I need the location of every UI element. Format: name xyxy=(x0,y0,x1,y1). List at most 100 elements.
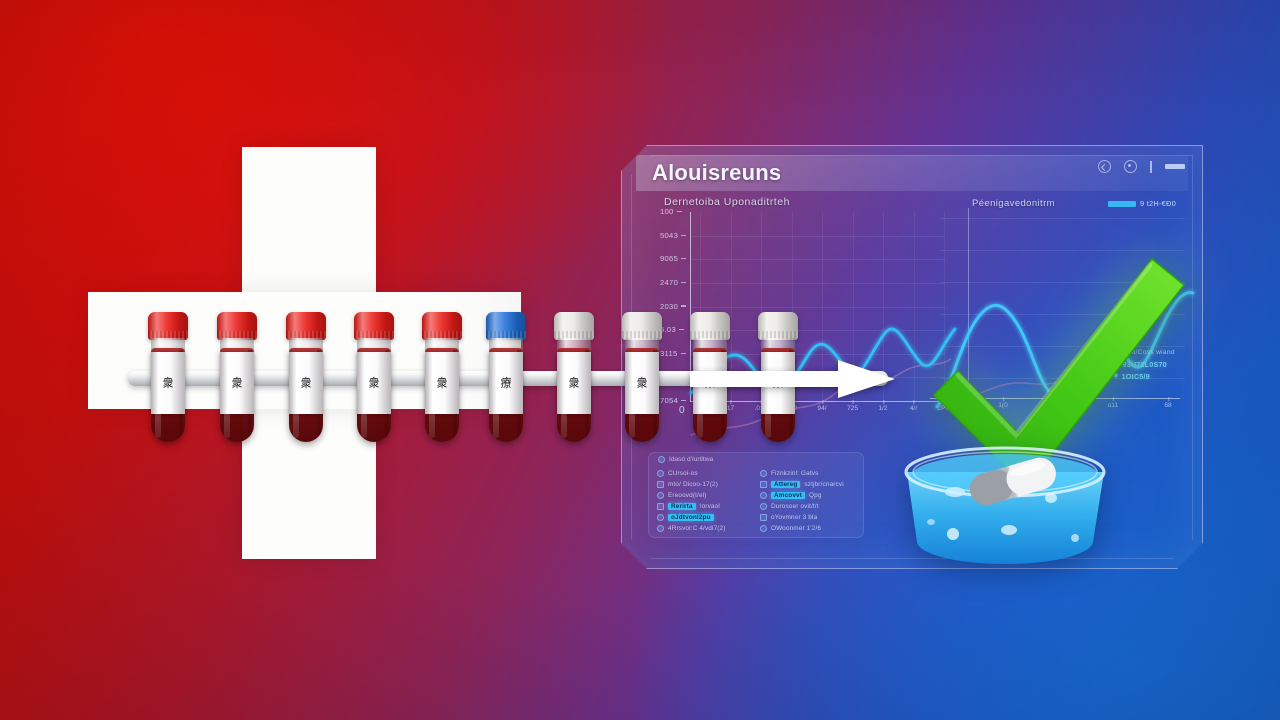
gridline xyxy=(691,282,945,284)
tube-label: 衆 xyxy=(425,352,459,414)
x-tick-label: 2PG xyxy=(937,405,951,412)
record-icon[interactable] xyxy=(1124,160,1137,173)
bubble xyxy=(1045,493,1057,503)
y-tick-mark xyxy=(681,281,687,283)
y-tick-mark xyxy=(680,352,686,354)
gridline xyxy=(940,346,1185,347)
gridline xyxy=(691,401,945,402)
bubble xyxy=(947,528,959,540)
x-tick-mark xyxy=(730,400,732,404)
legend-list-item[interactable]: oJdtvonl2pu xyxy=(657,512,757,523)
legend-item-label: sztjbr/cnarcvi xyxy=(804,481,844,488)
legend-item-label: OWoonmer 1'2/6 xyxy=(771,525,822,532)
capsule-pill xyxy=(970,457,1056,506)
left-chart-x-axis xyxy=(690,401,945,403)
legend-list-item[interactable]: Rerirta!orvaol xyxy=(657,501,757,512)
x-tick-label: o11 xyxy=(1107,402,1119,409)
dot-icon xyxy=(657,492,664,499)
test-tube: 衆 xyxy=(420,312,464,442)
x-tick-mark xyxy=(1003,397,1004,401)
legend-swatch-icon xyxy=(1108,200,1136,207)
dot-icon xyxy=(658,456,665,463)
dot-icon xyxy=(657,470,664,477)
test-tube: 衆 xyxy=(756,312,800,442)
tube-label-glyph: 衆 xyxy=(162,376,174,390)
tube-label-glyph: 衆 xyxy=(568,376,580,390)
y-tick-label: 2030 xyxy=(660,301,679,311)
gridline xyxy=(913,212,915,401)
tube-label: 療 xyxy=(489,352,523,414)
x-tick: 1(0 xyxy=(998,397,1008,409)
red-cap xyxy=(422,312,462,340)
y-tick: 3115 xyxy=(660,349,686,358)
legend-item-label: Qpg xyxy=(809,492,822,499)
gridline xyxy=(691,235,945,237)
test-tube: 衆 xyxy=(552,312,596,442)
legend-item-label: Fiznkzinl: Gatvs xyxy=(771,470,819,477)
y-tick-mark xyxy=(681,258,687,260)
tube-label: 衆 xyxy=(289,352,323,414)
hud-title-bar xyxy=(636,155,1188,191)
bubble xyxy=(945,487,965,497)
stat-value: 93U72L0S70 xyxy=(1122,360,1167,369)
legend-item-chip: oJdtvonl2pu xyxy=(668,514,714,521)
gridline xyxy=(691,259,945,261)
legend-list-item[interactable]: CUrsoi-os xyxy=(657,468,757,479)
y-tick-label: 2470 xyxy=(660,277,679,287)
test-tube: 衆 xyxy=(215,312,259,442)
x-tick-mark xyxy=(1112,397,1114,401)
process-arrow xyxy=(690,360,895,398)
dot-icon xyxy=(760,503,767,510)
x-tick: 17 xyxy=(727,400,734,412)
legend-item-label: Ereoovd(t/el) xyxy=(668,492,707,499)
x-tick: 1/2 xyxy=(878,400,888,412)
y-tick: 2030 xyxy=(660,301,687,311)
y-tick-mark xyxy=(676,210,682,213)
gridline xyxy=(883,212,884,401)
test-tube: 療 xyxy=(484,312,528,442)
window-controls[interactable] xyxy=(1098,160,1185,173)
minimize-icon[interactable] xyxy=(1165,164,1185,169)
y-tick-mark xyxy=(681,234,687,236)
x-tick: 68 xyxy=(1164,397,1172,409)
bubble xyxy=(1001,525,1017,535)
legend-list-item[interactable]: OWoonmer 1'2/6 xyxy=(760,523,860,534)
y-tick: 5043 xyxy=(660,230,687,240)
red-cap xyxy=(354,312,394,340)
x-tick-label: 68 xyxy=(1164,402,1172,409)
legend-list-item[interactable]: Ereoovd(t/el) xyxy=(657,490,757,501)
legend-list-item[interactable]: 4Rrsvol:C 4/vdl7(2) xyxy=(657,523,757,534)
back-icon[interactable] xyxy=(1098,160,1111,173)
left-chart-faint-series xyxy=(690,358,952,436)
x-tick-mark xyxy=(1168,397,1169,401)
legend-list-item[interactable]: mto/ Dicoo-17(2) xyxy=(657,479,757,490)
blue-cap xyxy=(486,312,526,340)
bubble xyxy=(927,519,935,525)
tube-label: 衆 xyxy=(220,352,254,414)
y-tick-mark xyxy=(678,329,684,331)
legend-list-item[interactable]: oYovmnor 3 bla xyxy=(760,512,860,523)
legend-item-chip: Rerirta xyxy=(668,503,696,510)
square-icon xyxy=(657,503,664,510)
bubble xyxy=(1071,534,1079,542)
test-tube: 衆 xyxy=(146,312,190,442)
stat-value: 1OIC5/9 xyxy=(1121,372,1150,381)
left-chart-y-axis xyxy=(690,212,692,402)
y-tick-label: 100 xyxy=(660,207,674,216)
red-cap xyxy=(148,312,188,340)
y-tick-label: 5043 xyxy=(660,230,679,240)
legend-label: 9 t2H-€Ð0 xyxy=(1140,199,1176,208)
legend-list-item[interactable]: Fiznkzinl: Gatvs xyxy=(760,468,860,479)
y-tick-label: 9065 xyxy=(660,254,679,264)
gridline xyxy=(852,212,854,401)
tube-label-glyph: 衆 xyxy=(368,376,380,390)
test-tube: 衆 xyxy=(284,312,328,442)
x-tick: 94/ xyxy=(817,400,827,412)
tube-label-glyph: 衆 xyxy=(300,376,312,390)
dot-icon xyxy=(760,525,767,532)
white-cap xyxy=(690,312,730,340)
legend-list-item[interactable]: Durosoer ovit/t/t xyxy=(760,501,860,512)
right-chart-legend: 9 t2H-€Ð0 xyxy=(1108,199,1176,208)
